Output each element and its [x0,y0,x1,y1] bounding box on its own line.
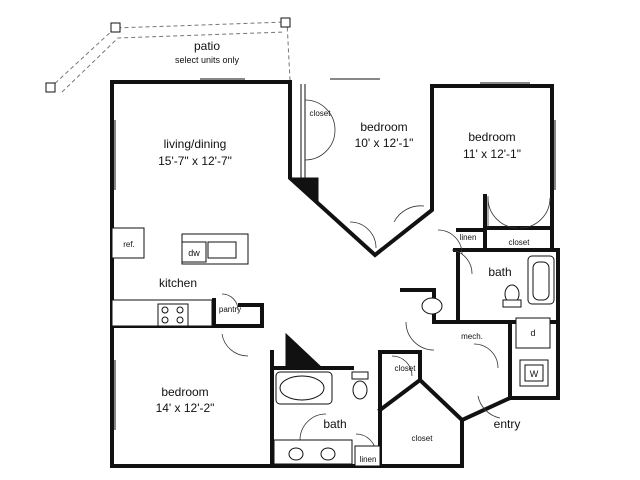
closet-master-walkin-label: closet [412,434,434,443]
kitchen-label: kitchen [159,276,197,290]
patio-note: select units only [175,55,240,65]
master-bedroom-label: bedroom [161,385,208,399]
patio-outline [45,17,291,93]
bedroom2-size: 10' x 12'-1" [355,136,414,150]
closet-bed3-label: closet [509,238,531,247]
master-bedroom-size: 14' x 12'-2" [156,401,215,415]
windows [111,78,556,430]
living-dining-label: living/dining [164,137,227,151]
living-dining-size: 15'-7" x 12'-7" [158,154,232,168]
closet-bed2 [300,84,336,180]
closet-master-small-label: closet [395,364,417,373]
pantry-label: pantry [219,305,241,314]
linen-master-label: linen [360,455,377,464]
room-labels: patio select units only living/dining 15… [123,39,539,464]
bedroom3-size: 11' x 12'-1" [463,147,521,161]
master-bath-fixtures [273,371,381,467]
dryer-label: d [530,328,535,338]
hall-bath-fixtures [421,255,555,315]
closet-bed3-doors [487,196,551,229]
ref-label: ref. [123,240,135,249]
entry-label: entry [494,417,521,431]
patio-label: patio [194,39,220,53]
bedroom3-label: bedroom [468,130,515,144]
washer-label: W [530,369,539,379]
dw-label: dw [188,248,200,258]
kitchen-fixtures [111,227,249,327]
linen-hall-label: linen [460,233,477,242]
mech-label: mech. [461,332,483,341]
closet-bed2-label: closet [310,109,332,118]
hall-bath-label: bath [488,265,511,279]
bedroom2-label: bedroom [360,120,407,134]
laundry-fixtures [515,317,551,387]
solid-wall-blocks [285,177,322,367]
master-bath-label: bath [323,417,346,431]
